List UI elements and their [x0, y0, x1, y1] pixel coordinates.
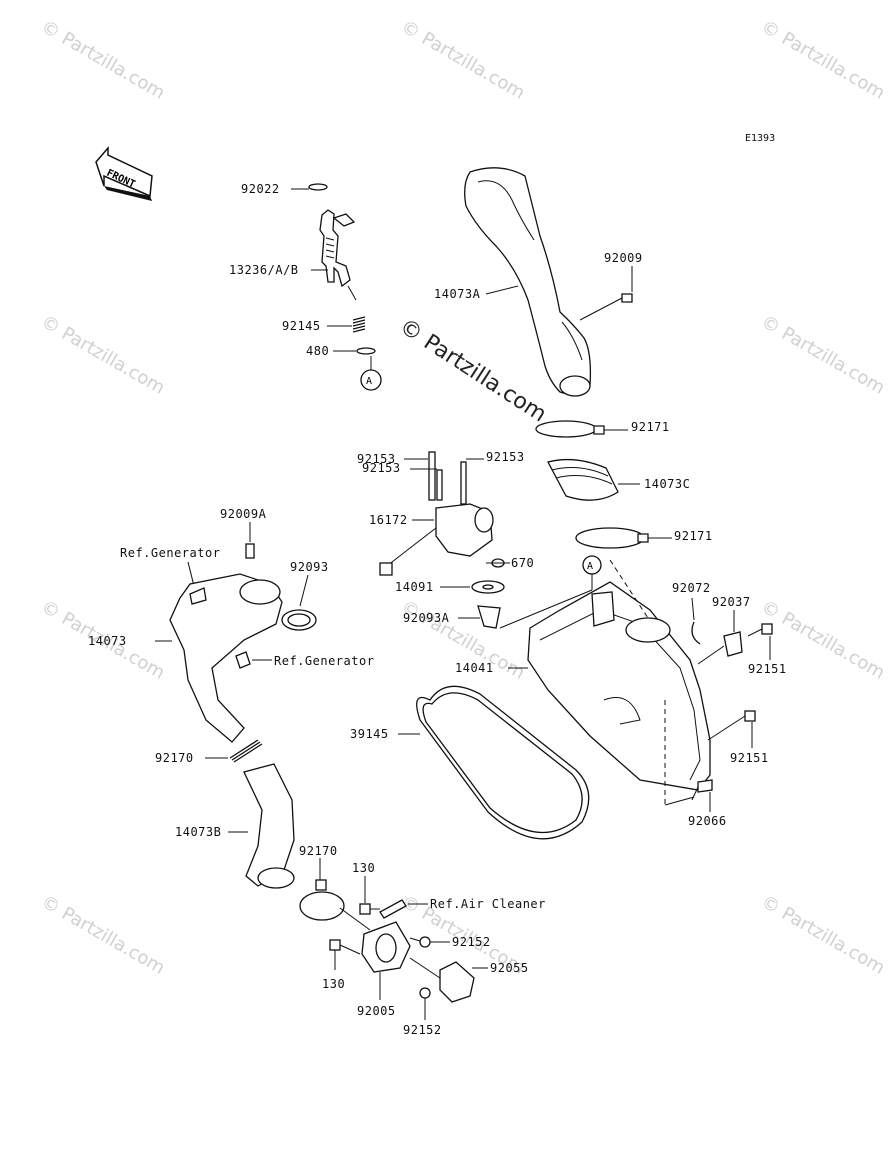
label-92022: 92022	[241, 182, 280, 196]
watermark-center: © Partzilla.com	[395, 314, 551, 427]
watermark-text: © Partzilla.com	[758, 16, 889, 104]
label-92009a: 92009A	[220, 507, 267, 521]
part-14041-cover	[527, 581, 711, 791]
part-39145-belt	[416, 685, 590, 840]
part-92022-washer	[308, 183, 328, 191]
label-92153-c: 92153	[486, 450, 525, 464]
part-92171-clamp-bottom	[575, 527, 649, 549]
part-14073b-duct	[243, 763, 295, 889]
part-13236-valve	[319, 209, 357, 301]
part-92005-housing	[361, 921, 411, 973]
part-14073c-coupler	[547, 458, 619, 501]
label-480: 480	[306, 344, 329, 358]
part-air-cleaner-connector	[379, 899, 407, 919]
part-92152-nut-a	[419, 936, 431, 948]
part-92151-bolt-a	[747, 623, 773, 637]
label-130-a: 130	[352, 861, 375, 875]
label-92152-b: 92152	[403, 1023, 442, 1037]
label-92037: 92037	[712, 595, 751, 609]
label-92171-bottom: 92171	[674, 529, 713, 543]
label-130-b: 130	[322, 977, 345, 991]
watermark-text: © Partzilla.com	[38, 891, 169, 979]
label-92153-b: 92153	[362, 461, 401, 475]
part-92170-clamp-b	[299, 879, 345, 921]
watermark-text: © Partzilla.com	[758, 891, 889, 979]
part-92066-plug	[691, 779, 713, 801]
label-92093a: 92093A	[403, 611, 450, 625]
part-14091-cover	[471, 580, 505, 594]
label-92170-a: 92170	[155, 751, 194, 765]
part-130-bolt-a	[359, 903, 380, 915]
label-14073a: 14073A	[434, 287, 481, 301]
ref-marker-a-2: A	[499, 555, 602, 629]
label-670: 670	[511, 556, 534, 570]
label-92171-top: 92171	[631, 420, 670, 434]
part-92093a-gasket	[477, 605, 501, 629]
label-92153-a: 92153	[357, 452, 396, 466]
part-92152-nut-b	[419, 987, 431, 999]
watermark-text: © Partzilla.com	[398, 16, 529, 104]
part-92145-spring	[352, 316, 366, 333]
part-14073a-duct	[464, 167, 592, 397]
label-92151-b: 92151	[730, 751, 769, 765]
label-92009: 92009	[604, 251, 643, 265]
label-14073c: 14073C	[644, 477, 690, 491]
part-92170-clamp-a	[229, 739, 263, 763]
part-480-oring	[356, 347, 376, 355]
label-16172: 16172	[369, 513, 408, 527]
front-arrow-icon: FRONT	[95, 145, 153, 201]
label-92145: 92145	[282, 319, 321, 333]
ref-marker-label: A	[366, 376, 372, 387]
label-92055: 92055	[490, 961, 529, 975]
label-92170-b: 92170	[299, 844, 338, 858]
part-14073-duct	[169, 573, 283, 743]
part-92055-gasket	[439, 961, 475, 1003]
label-14073: 14073	[88, 634, 127, 648]
part-92151-bolt-b	[707, 710, 756, 741]
label-92152-a: 92152	[452, 935, 491, 949]
ref-generator-bottom: Ref.Generator	[274, 654, 374, 668]
ref-air-cleaner: Ref.Air Cleaner	[430, 897, 546, 911]
part-92153-bolts	[428, 451, 467, 505]
part-16172-actuator	[379, 503, 494, 576]
label-14091: 14091	[395, 580, 434, 594]
part-92093-seal	[281, 609, 317, 631]
part-92037-bracket	[723, 631, 743, 657]
label-92066: 92066	[688, 814, 727, 828]
label-92093: 92093	[290, 560, 329, 574]
part-92009a-bolt	[245, 543, 255, 559]
ref-marker-label: A	[587, 561, 593, 572]
watermark-text: © Partzilla.com	[38, 311, 169, 399]
label-13236: 13236/A/B	[229, 263, 299, 277]
ref-marker-a-1: A	[360, 369, 382, 391]
label-39145: 39145	[350, 727, 389, 741]
label-92151-a: 92151	[748, 662, 787, 676]
watermark-text: © Partzilla.com	[38, 16, 169, 104]
diagram-code: E1393	[745, 133, 775, 144]
label-92005: 92005	[357, 1004, 396, 1018]
part-92171-clamp-top	[535, 420, 605, 438]
label-92072: 92072	[672, 581, 711, 595]
part-92072-clip	[691, 621, 701, 645]
ref-generator-top: Ref.Generator	[120, 546, 220, 560]
label-14073b: 14073B	[175, 825, 221, 839]
part-92009-bolt	[579, 293, 633, 321]
label-14041: 14041	[455, 661, 494, 675]
watermark-text: © Partzilla.com	[758, 311, 889, 399]
